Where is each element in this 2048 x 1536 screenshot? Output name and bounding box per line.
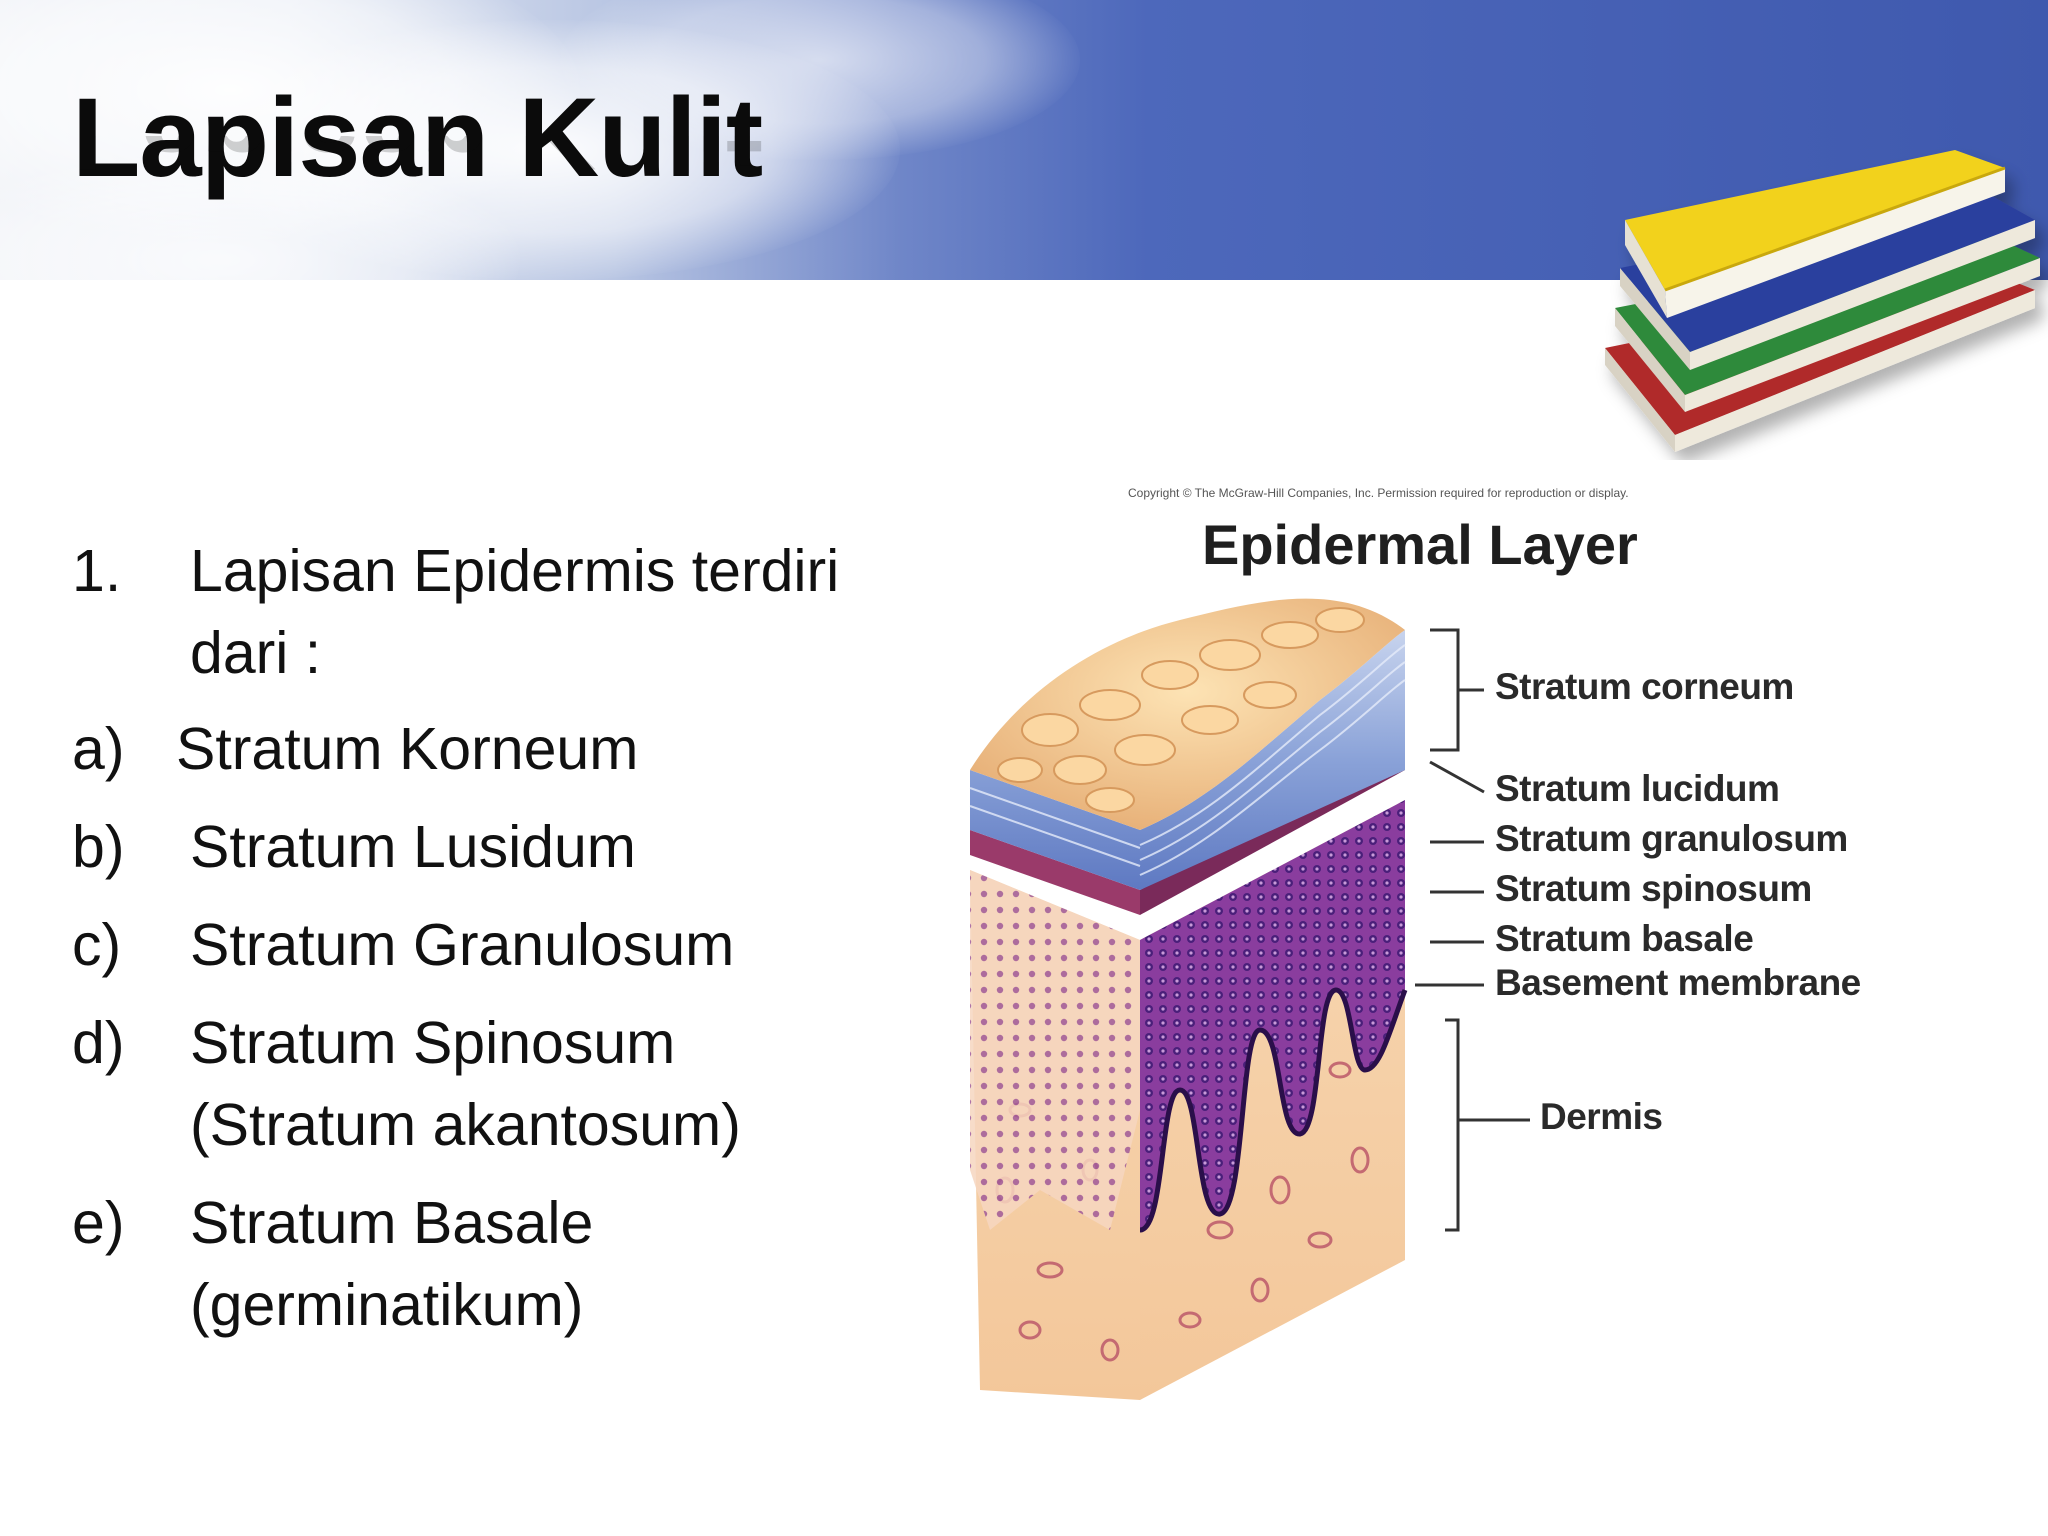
layer-list: 1. Lapisan Epidermis terdiri dari : a) S… (72, 530, 932, 1346)
skin-diagram (969, 598, 1530, 1400)
list-marker: d) (72, 1010, 125, 1076)
list-item-line: (germinatikum) (190, 1272, 584, 1338)
label-basement-membrane: Basement membrane (1495, 962, 1861, 1003)
label-stratum-granulosum: Stratum granulosum (1495, 818, 1848, 859)
epidermis-front (1140, 800, 1405, 1230)
slide-title-reflection: Lapisan Kulit (72, 136, 762, 186)
list-item-line: Stratum Lusidum (190, 814, 636, 880)
list-item: b) Stratum Lusidum (72, 806, 932, 888)
epidermal-layer-figure: Copyright © The McGraw-Hill Companies, I… (960, 470, 1861, 1410)
list-item-line: Stratum Granulosum (190, 912, 735, 978)
list-item-line: Lapisan Epidermis terdiri (190, 538, 840, 604)
label-leaders (1415, 628, 1530, 1232)
books-icon (1605, 150, 2040, 452)
list-item-line: (Stratum akantosum) (190, 1092, 741, 1158)
list-item-line: Stratum Basale (190, 1190, 594, 1256)
list-item: c) Stratum Granulosum (72, 904, 932, 986)
label-stratum-spinosum: Stratum spinosum (1495, 868, 1812, 909)
list-marker: a) (72, 716, 125, 782)
surface-scales (997, 607, 1365, 813)
label-stratum-basale: Stratum basale (1495, 918, 1754, 959)
label-stratum-corneum: Stratum corneum (1495, 666, 1794, 707)
list-item: 1. Lapisan Epidermis terdiri dari : (72, 530, 932, 694)
header-banner (0, 0, 2048, 280)
figure-title: Epidermal Layer (1202, 513, 1638, 576)
granulosum-side (970, 830, 1140, 915)
list-item: e) Stratum Basale (germinatikum) (72, 1182, 932, 1346)
list-marker: c) (72, 912, 122, 978)
basement-membrane-line (1139, 987, 1408, 1233)
epidermis-side (970, 870, 1140, 1230)
figure-copyright: Copyright © The McGraw-Hill Companies, I… (1128, 486, 1629, 500)
list-marker: 1. (72, 538, 122, 604)
list-item: a) Stratum Korneum (72, 708, 932, 790)
label-stratum-lucidum: Stratum lucidum (1495, 768, 1780, 809)
corneum-lines (969, 644, 1406, 876)
slide-title: Lapisan Kulit (72, 75, 763, 200)
corneum-band (970, 630, 1405, 890)
list-item: d) Stratum Spinosum (Stratum akantosum) (72, 1002, 932, 1166)
list-marker: b) (72, 814, 125, 880)
list-item-line: dari : (190, 620, 322, 686)
list-marker: e) (72, 1190, 125, 1256)
label-dermis: Dermis (1540, 1096, 1663, 1137)
list-item-line: Stratum Spinosum (190, 1010, 676, 1076)
list-item-line: Stratum Korneum (176, 716, 639, 782)
